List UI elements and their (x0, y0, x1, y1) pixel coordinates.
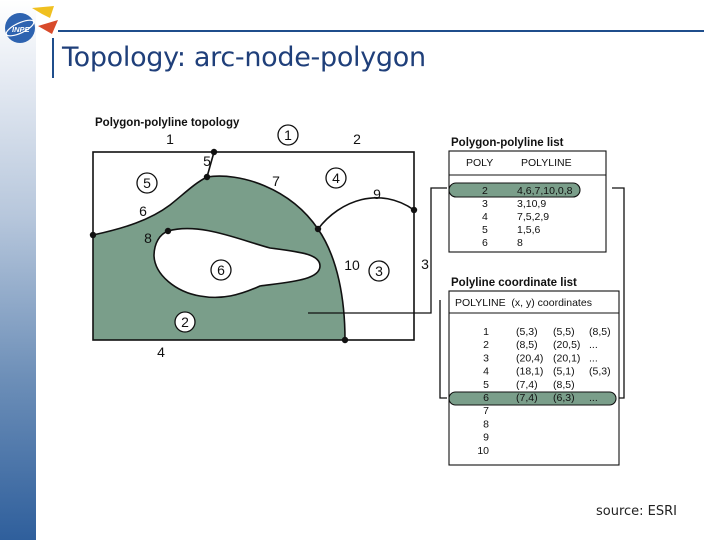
diagram-title: Polygon-polyline topology (95, 117, 240, 129)
coord-row-id: 5 (483, 379, 489, 391)
poly-row-polylines: 1,5,6 (517, 224, 541, 236)
coord-row-value: (7,4) (516, 379, 538, 391)
nodes (89, 148, 418, 344)
coord-row-value: (5,3) (589, 366, 611, 378)
polyline-label-9: 9 (373, 186, 381, 202)
coord-row-value: (6,3) (553, 392, 575, 404)
poly-row-polylines: 8 (517, 237, 523, 249)
coord-row-id: 9 (483, 432, 489, 444)
node (314, 225, 322, 233)
coord-row-value: (8,5) (589, 326, 611, 338)
coord-list-header: POLYLINE (x, y) coordinates (455, 297, 592, 309)
coord-row-value: ... (589, 339, 598, 351)
polygon-2-fill (93, 176, 345, 340)
slide-title: Topology: arc-node-polygon (62, 42, 426, 73)
poly-row-polylines: 3,10,9 (517, 198, 546, 210)
poly-row-poly: 4 (482, 211, 488, 223)
coord-row-value: ... (589, 392, 598, 404)
polygon-label-4: 4 (332, 170, 340, 186)
slide-sidebar-gradient (0, 0, 36, 540)
coord-row-id: 7 (483, 405, 489, 417)
node (164, 227, 172, 235)
inpe-logo: INPE (5, 6, 58, 43)
coord-row-id: 1 (483, 326, 489, 338)
coord-row-value: (7,4) (516, 392, 538, 404)
polyline-label-10: 10 (344, 257, 360, 273)
polyline-label-2: 2 (353, 131, 361, 147)
node (89, 231, 97, 239)
title-rule-left (52, 38, 54, 78)
polygon-label-2: 2 (181, 314, 189, 330)
coord-row-value: (18,1) (516, 366, 543, 378)
arc-6 (92, 176, 208, 236)
polyline-label-1: 1 (166, 131, 174, 147)
polyline-label-4: 4 (157, 344, 165, 360)
coord-row-value: (8,5) (553, 379, 575, 391)
coord-row-value: (5,1) (553, 366, 575, 378)
polyline-label-8: 8 (144, 230, 152, 246)
coord-list-highlight (448, 391, 617, 406)
poly-row-poly: 3 (482, 198, 488, 210)
polyline-label-6: 6 (139, 203, 147, 219)
node (203, 173, 211, 181)
coord-list-table (448, 290, 620, 466)
polyline-label-7: 7 (272, 173, 280, 189)
coord-row-value: (5,3) (516, 326, 538, 338)
source-note: source: ESRI (596, 504, 678, 519)
poly-row-polylines: 4,6,7,10,0,8 (517, 185, 573, 197)
coord-row-value: (5,5) (553, 326, 575, 338)
coord-row-id: 10 (477, 445, 489, 457)
connector-line-left (439, 300, 447, 399)
coord-row-id: 8 (483, 418, 489, 430)
coord-row-value: (20,5) (553, 339, 580, 351)
coord-row-value: ... (589, 352, 598, 364)
coord-row-id: 6 (483, 392, 489, 404)
node (341, 336, 349, 344)
coord-row-value: (20,1) (553, 352, 580, 364)
poly-row-poly: 6 (482, 237, 488, 249)
logo-text: INPE (12, 25, 31, 34)
poly-list-table (448, 150, 607, 253)
poly-list-highlight (448, 182, 581, 198)
map-boundary (92, 151, 415, 341)
arc-9 (317, 196, 415, 230)
polyline-label-5: 5 (203, 153, 211, 169)
coord-list-title: Polyline coordinate list (451, 277, 577, 289)
polygon-label-6: 6 (217, 262, 225, 278)
polygon-label-1: 1 (284, 127, 292, 143)
poly-row-polylines: 7,5,2,9 (517, 211, 549, 223)
poly-list-title: Polygon-polyline list (451, 137, 564, 149)
coord-row-value: (8,5) (516, 339, 538, 351)
poly-list-header-poly: POLY (466, 157, 493, 169)
poly-list-header-polyline: POLYLINE (521, 157, 572, 169)
connector-line (308, 187, 447, 314)
arc-5 (206, 151, 215, 178)
title-rule-top (58, 30, 704, 32)
polygon-label-3: 3 (375, 263, 383, 279)
coord-row-id: 4 (483, 366, 489, 378)
poly-row-poly: 5 (482, 224, 488, 236)
polygon-label-5: 5 (143, 175, 151, 191)
coord-list-rows: 1 (5,3) (5,5) (8,5) 2 (8,5) (20,5)... 3 (20,4) (2… (477, 326, 610, 457)
coord-row-id: 2 (483, 339, 489, 351)
coord-row-value: (20,4) (516, 352, 543, 364)
poly-row-poly: 2 (482, 185, 488, 197)
coord-row-id: 3 (483, 352, 489, 364)
polyline-label-3: 3 (421, 256, 429, 272)
arc-8-island (153, 227, 321, 299)
node (410, 206, 418, 214)
node (210, 148, 218, 156)
